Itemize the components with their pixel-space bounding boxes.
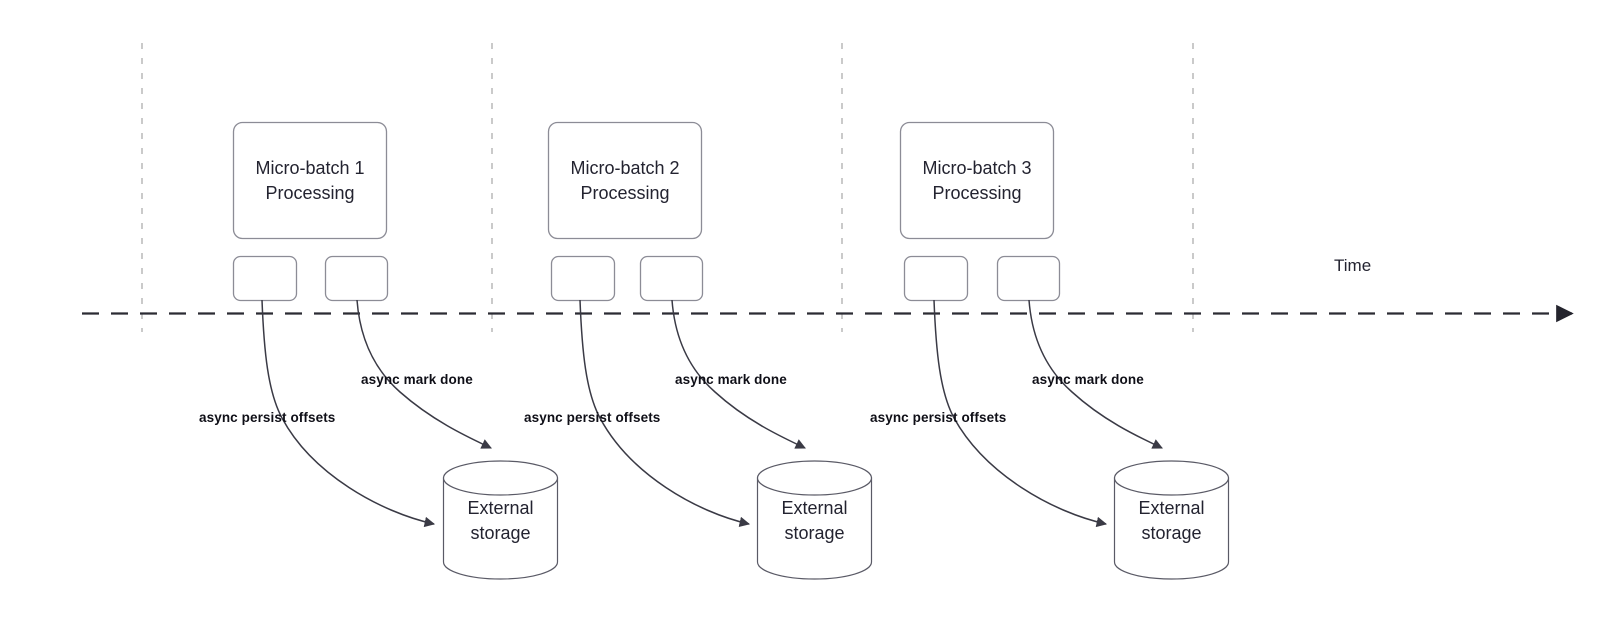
edge-persist-offsets-1 <box>261 299 436 528</box>
task-box-1-right[interactable] <box>324 255 389 302</box>
process-box-1[interactable] <box>232 121 388 240</box>
edge-persist-offsets-3 <box>933 299 1108 528</box>
process-box-3[interactable] <box>899 121 1055 240</box>
storage-cylinder-2[interactable] <box>756 460 873 580</box>
edge-label-persist-offsets-2: async persist offsets <box>524 410 661 425</box>
edge-mark-done-2 <box>671 299 806 449</box>
task-box-2-right[interactable] <box>639 255 704 302</box>
edge-label-persist-offsets-3: async persist offsets <box>870 410 1007 425</box>
edge-label-persist-offsets-1: async persist offsets <box>199 410 336 425</box>
task-box-3-left[interactable] <box>903 255 969 302</box>
edge-label-mark-done-3: async mark done <box>1032 372 1144 387</box>
task-box-3-right[interactable] <box>996 255 1061 302</box>
time-axis-label: Time <box>1334 256 1372 275</box>
task-box-1-left[interactable] <box>232 255 298 302</box>
group-micro-batch-2 <box>547 121 873 580</box>
guide-lines <box>141 43 1194 332</box>
edge-mark-done-1 <box>356 299 492 449</box>
storage-cylinder-3[interactable] <box>1113 460 1230 580</box>
group-micro-batch-1 <box>232 121 559 580</box>
storage-cylinder-1[interactable] <box>442 460 559 580</box>
edge-mark-done-3 <box>1028 299 1163 449</box>
group-micro-batch-3 <box>899 121 1230 580</box>
task-box-2-left[interactable] <box>550 255 616 302</box>
process-box-2[interactable] <box>547 121 703 240</box>
edge-label-mark-done-2: async mark done <box>675 372 787 387</box>
edge-persist-offsets-2 <box>579 299 751 528</box>
edge-label-mark-done-1: async mark done <box>361 372 473 387</box>
